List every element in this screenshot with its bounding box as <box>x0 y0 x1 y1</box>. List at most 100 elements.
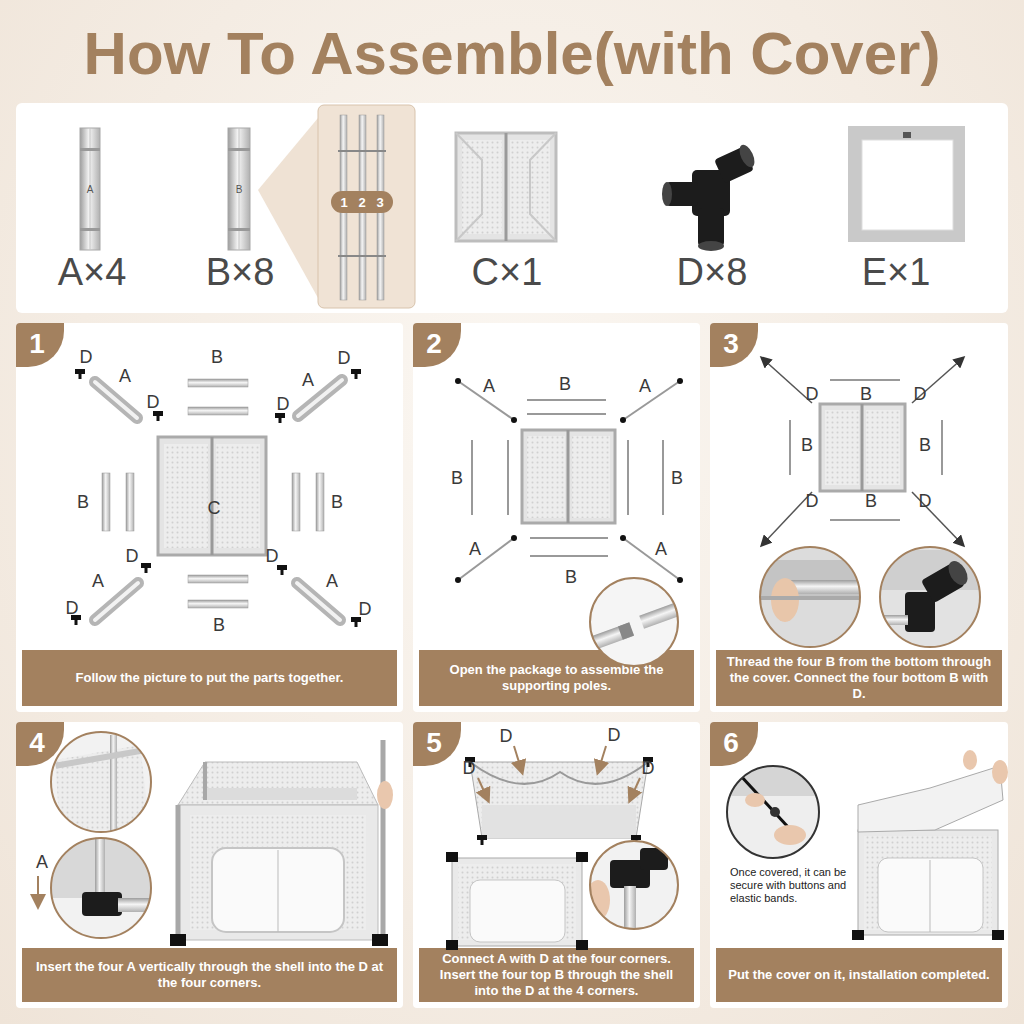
step-badge: 4 <box>16 722 64 766</box>
part-letter: D <box>277 395 290 413</box>
part-letter: A <box>483 377 495 395</box>
part-letter: D <box>359 600 372 618</box>
connector-d <box>692 170 730 216</box>
pole-detail-callout <box>340 115 347 300</box>
step-badge: 5 <box>413 722 461 766</box>
pole-detail-callout <box>338 255 386 257</box>
pole-detail-callout <box>359 115 366 300</box>
part-letter: D <box>80 348 93 366</box>
step-caption: Put the cover on it, installation comple… <box>728 967 989 983</box>
part-letter: B <box>331 493 343 511</box>
part-count: A×4 <box>58 253 127 291</box>
pole-a <box>80 228 100 231</box>
part-count: D×8 <box>677 253 748 291</box>
connector-d <box>666 182 698 206</box>
connector-d <box>698 241 724 251</box>
step-caption: Open the package to assemble the support… <box>429 662 684 694</box>
top-cover-e <box>862 140 953 230</box>
step-caption: Follow the picture to put the parts toge… <box>76 670 344 686</box>
part-letter: D <box>806 492 819 510</box>
step-panel: 4Insert the four A vertically through th… <box>16 722 403 1008</box>
part-letter: C <box>208 499 221 517</box>
part-letter: D <box>66 599 79 617</box>
step-number: 6 <box>723 727 739 759</box>
part-letter: B <box>919 436 931 454</box>
part-letter: A <box>302 371 314 389</box>
step-panel: 3Thread the four B from the bottom throu… <box>710 323 1008 712</box>
connector-d <box>698 208 724 246</box>
part-letter: B <box>860 385 872 403</box>
step-caption: Thread the four B from the bottom throug… <box>726 654 992 702</box>
part-letter: D <box>266 547 279 565</box>
step-caption: Insert the four A vertically through the… <box>32 959 387 991</box>
parts-panel <box>16 103 1008 313</box>
part-letter: B <box>801 436 813 454</box>
caption-band: Follow the picture to put the parts toge… <box>22 650 397 706</box>
part-letter: D <box>608 726 621 744</box>
part-letter: A <box>326 572 338 590</box>
part-letter: D <box>500 727 513 745</box>
part-letter: D <box>806 385 819 403</box>
step-number: 4 <box>29 727 45 759</box>
part-letter: B <box>236 185 243 195</box>
part-letter: B <box>213 616 225 634</box>
step-panel: 5Connect A with D at the four corners. I… <box>413 722 700 1008</box>
part-count: B×8 <box>206 253 275 291</box>
pole-b <box>228 128 250 250</box>
part-letter: D <box>147 393 160 411</box>
title-text: How To Assemble(with Cover) <box>0 18 1024 90</box>
part-letter: A <box>469 540 481 558</box>
caption-band: Open the package to assemble the support… <box>419 650 694 706</box>
part-letter: B <box>211 348 223 366</box>
caption-band: Put the cover on it, installation comple… <box>716 948 1002 1002</box>
parts-panel <box>16 103 1008 313</box>
pole-a <box>80 128 100 250</box>
connector-d <box>736 143 757 170</box>
step-number: 2 <box>426 328 442 360</box>
pole-detail-callout <box>338 150 386 152</box>
mesh-cover-c <box>462 140 502 234</box>
step-panel: 6Put the cover on it, installation compl… <box>710 722 1008 1008</box>
step-badge: 2 <box>413 323 461 367</box>
top-cover-e <box>848 126 965 242</box>
pole-a <box>80 148 100 151</box>
part-letter: D <box>463 759 476 777</box>
part-letter: B <box>865 492 877 510</box>
top-cover-e <box>848 126 965 242</box>
mesh-cover-c <box>530 133 556 241</box>
part-letter: A <box>36 853 48 871</box>
mesh-cover-c <box>456 133 556 241</box>
connector-d <box>714 146 754 183</box>
part-letter: 2 <box>358 196 365 209</box>
step-number: 3 <box>723 328 739 360</box>
part-letter: D <box>642 759 655 777</box>
part-count: E×1 <box>862 253 931 291</box>
caption-band: Thread the four B from the bottom throug… <box>716 650 1002 706</box>
part-letter: D <box>919 492 932 510</box>
part-letter: A <box>92 572 104 590</box>
top-cover-e <box>903 132 911 138</box>
part-letter: B <box>451 469 463 487</box>
pole-detail-callout <box>331 191 393 213</box>
caption-band: Insert the four A vertically through the… <box>22 948 397 1002</box>
part-count: C×1 <box>472 253 543 291</box>
pole-b <box>228 128 250 250</box>
step-panel: 1Follow the picture to put the parts tog… <box>16 323 403 712</box>
step-caption: Connect A with D at the four corners. In… <box>429 951 684 999</box>
step-badge: 6 <box>710 722 758 766</box>
mesh-cover-c <box>510 140 550 234</box>
mesh-cover-c <box>456 133 482 241</box>
mesh-cover-c <box>505 133 508 241</box>
pole-b <box>228 148 250 151</box>
part-letter: 3 <box>376 196 383 209</box>
step-number: 5 <box>426 727 442 759</box>
part-letter: A <box>655 540 667 558</box>
step-badge: 1 <box>16 323 64 367</box>
pole-detail-callout <box>318 105 415 308</box>
part-letter: A <box>87 185 94 195</box>
connector-d <box>662 143 758 251</box>
step-number: 1 <box>29 328 45 360</box>
part-letter: A <box>119 367 131 385</box>
